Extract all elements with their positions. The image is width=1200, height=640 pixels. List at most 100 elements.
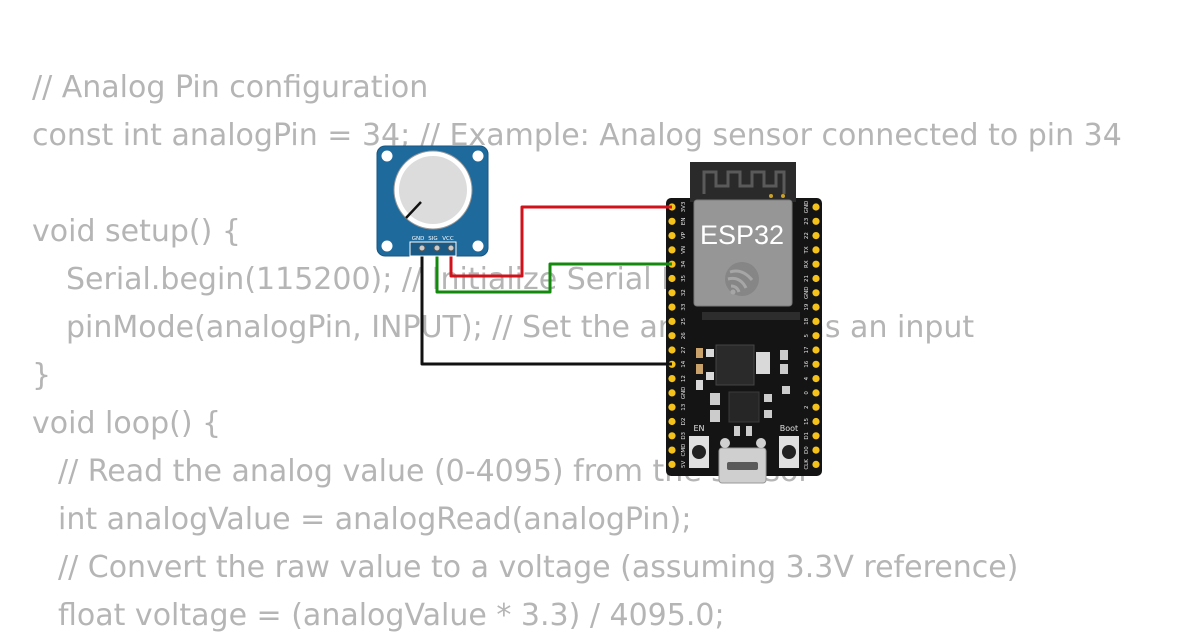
esp32-pin-label: GND	[681, 387, 687, 400]
esp32-pin-right-17[interactable]	[812, 446, 820, 454]
esp32-pin-left-3[interactable]	[668, 246, 676, 254]
esp32-pin-left-10[interactable]	[668, 346, 676, 354]
esp32-pin-left-12[interactable]	[668, 375, 676, 383]
esp32-pin-label: 5	[804, 333, 810, 337]
esp32-pin-label: 19	[804, 303, 810, 310]
code-line: void loop() {	[32, 406, 222, 441]
esp32-pin-label: GND	[804, 286, 810, 299]
esp32-pin-right-12[interactable]	[812, 375, 820, 383]
esp32-pin-label: EN	[681, 218, 687, 226]
vcc-wire[interactable]	[449, 205, 672, 278]
esp32-left-header: 3V3ENVPVN343532332526271412GND13D2D3CMD5…	[668, 201, 687, 468]
esp32-pin-right-14[interactable]	[812, 403, 820, 411]
esp32-pin-left-16[interactable]	[668, 432, 676, 440]
esp32-pin-label: VP	[681, 231, 687, 239]
knob-indicator	[405, 201, 422, 219]
gnd-wire[interactable]	[420, 247, 672, 366]
en-button-label: EN	[693, 424, 704, 433]
esp32-pin-left-9[interactable]	[668, 332, 676, 340]
esp32-pin-label: 25	[681, 317, 687, 324]
code-line: // Convert the raw value to a voltage (a…	[58, 550, 1019, 585]
esp32-pin-right-11[interactable]	[812, 360, 820, 368]
esp32-pin-label: 12	[681, 375, 687, 382]
esp32-pin-label: 21	[804, 275, 810, 282]
esp32-pin-label: TX	[804, 246, 810, 254]
code-line: float voltage = (analogValue * 3.3) / 40…	[58, 598, 725, 633]
esp32-pin-label: GND	[804, 201, 810, 214]
esp32-pin-label: 32	[681, 289, 687, 296]
esp32-pin-label: 0	[804, 391, 810, 395]
pin-sig[interactable]	[433, 244, 441, 252]
esp32-pin-label: D1	[804, 432, 810, 440]
esp32-pin-label: 2	[804, 405, 810, 409]
esp32-pin-right-6[interactable]	[812, 289, 820, 297]
esp32-label: ESP32	[700, 220, 784, 250]
esp32-pin-left-13[interactable]	[668, 389, 676, 397]
antenna-trace-icon	[702, 170, 786, 194]
esp32-pin-left-8[interactable]	[668, 317, 676, 325]
esp32-pin-label: 3V3	[681, 201, 687, 212]
esp32-pin-left-17[interactable]	[668, 446, 676, 454]
esp32-pin-right-13[interactable]	[812, 389, 820, 397]
esp32-pin-right-5[interactable]	[812, 274, 820, 283]
boot-button-label: Boot	[780, 424, 798, 433]
esp32-pin-right-2[interactable]	[812, 232, 820, 240]
esp32-pin-label: 4	[804, 376, 810, 380]
esp32-pin-label: 5V	[681, 461, 687, 468]
esp32-board[interactable]: ESP32 EN Boot	[666, 162, 822, 484]
esp32-pin-left-15[interactable]	[668, 417, 676, 426]
esp32-pin-right-8[interactable]	[812, 317, 820, 325]
esp32-pin-label: 23	[804, 217, 810, 224]
esp32-pin-right-10[interactable]	[812, 346, 820, 354]
esp32-shield	[693, 199, 793, 307]
esp32-pin-right-9[interactable]	[812, 332, 820, 340]
esp32-pin-label: D2	[681, 418, 687, 426]
power-led	[756, 352, 770, 374]
espressif-logo-icon	[725, 262, 759, 296]
esp32-pin-right-4[interactable]	[812, 260, 820, 268]
esp32-pin-left-14[interactable]	[668, 403, 676, 411]
esp32-pin-right-15[interactable]	[812, 417, 820, 426]
mount-hole	[381, 240, 393, 252]
sig-wire[interactable]	[435, 247, 672, 294]
esp32-pin-label: D3	[681, 431, 687, 439]
esp32-pin-label: D0	[804, 446, 810, 454]
pin-label-gnd: GND	[412, 236, 425, 242]
esp32-pin-left-18[interactable]	[668, 460, 676, 468]
esp32-pin-right-7[interactable]	[812, 303, 820, 311]
esp32-pin-label: 26	[681, 332, 687, 339]
mount-hole	[472, 240, 484, 252]
esp32-pin-label: CMD	[681, 444, 687, 457]
esp32-pin-label: VN	[681, 246, 687, 254]
esp32-pin-label: 33	[681, 303, 687, 310]
code-line: int analogValue = analogRead(analogPin);	[58, 502, 692, 537]
esp32-pin-left-2[interactable]	[668, 232, 676, 240]
pin-gnd[interactable]	[418, 244, 426, 252]
esp32-pin-label: 14	[681, 360, 687, 367]
esp32-pin-label: 27	[681, 346, 687, 353]
esp32-pin-label: RX	[804, 260, 810, 268]
pin-label-vcc: VCC	[442, 236, 454, 242]
esp32-pin-right-18[interactable]	[812, 460, 820, 468]
mount-hole	[381, 150, 393, 162]
esp32-pin-label: 22	[804, 232, 810, 239]
pin-vcc[interactable]	[447, 244, 455, 252]
code-line: void setup() {	[32, 214, 241, 249]
esp32-pin-label: 18	[804, 317, 810, 324]
esp32-pin-label: CLK	[804, 459, 810, 470]
antenna-module	[690, 162, 796, 202]
esp32-pin-left-5[interactable]	[668, 274, 676, 283]
esp32-pin-right-3[interactable]	[812, 246, 820, 254]
esp32-pin-label: 35	[681, 275, 687, 282]
esp32-pin-right-0[interactable]	[812, 203, 820, 211]
esp32-pin-left-6[interactable]	[668, 289, 676, 297]
esp32-pin-left-1[interactable]	[668, 217, 676, 225]
esp32-pin-right-16[interactable]	[812, 432, 820, 440]
code-line: // Analog Pin configuration	[32, 70, 429, 105]
esp32-pin-right-1[interactable]	[812, 217, 820, 225]
potentiometer-module[interactable]: GND SIG VCC	[376, 145, 489, 257]
esp32-pin-left-7[interactable]	[668, 303, 676, 311]
esp32-pin-label: 17	[804, 346, 810, 353]
